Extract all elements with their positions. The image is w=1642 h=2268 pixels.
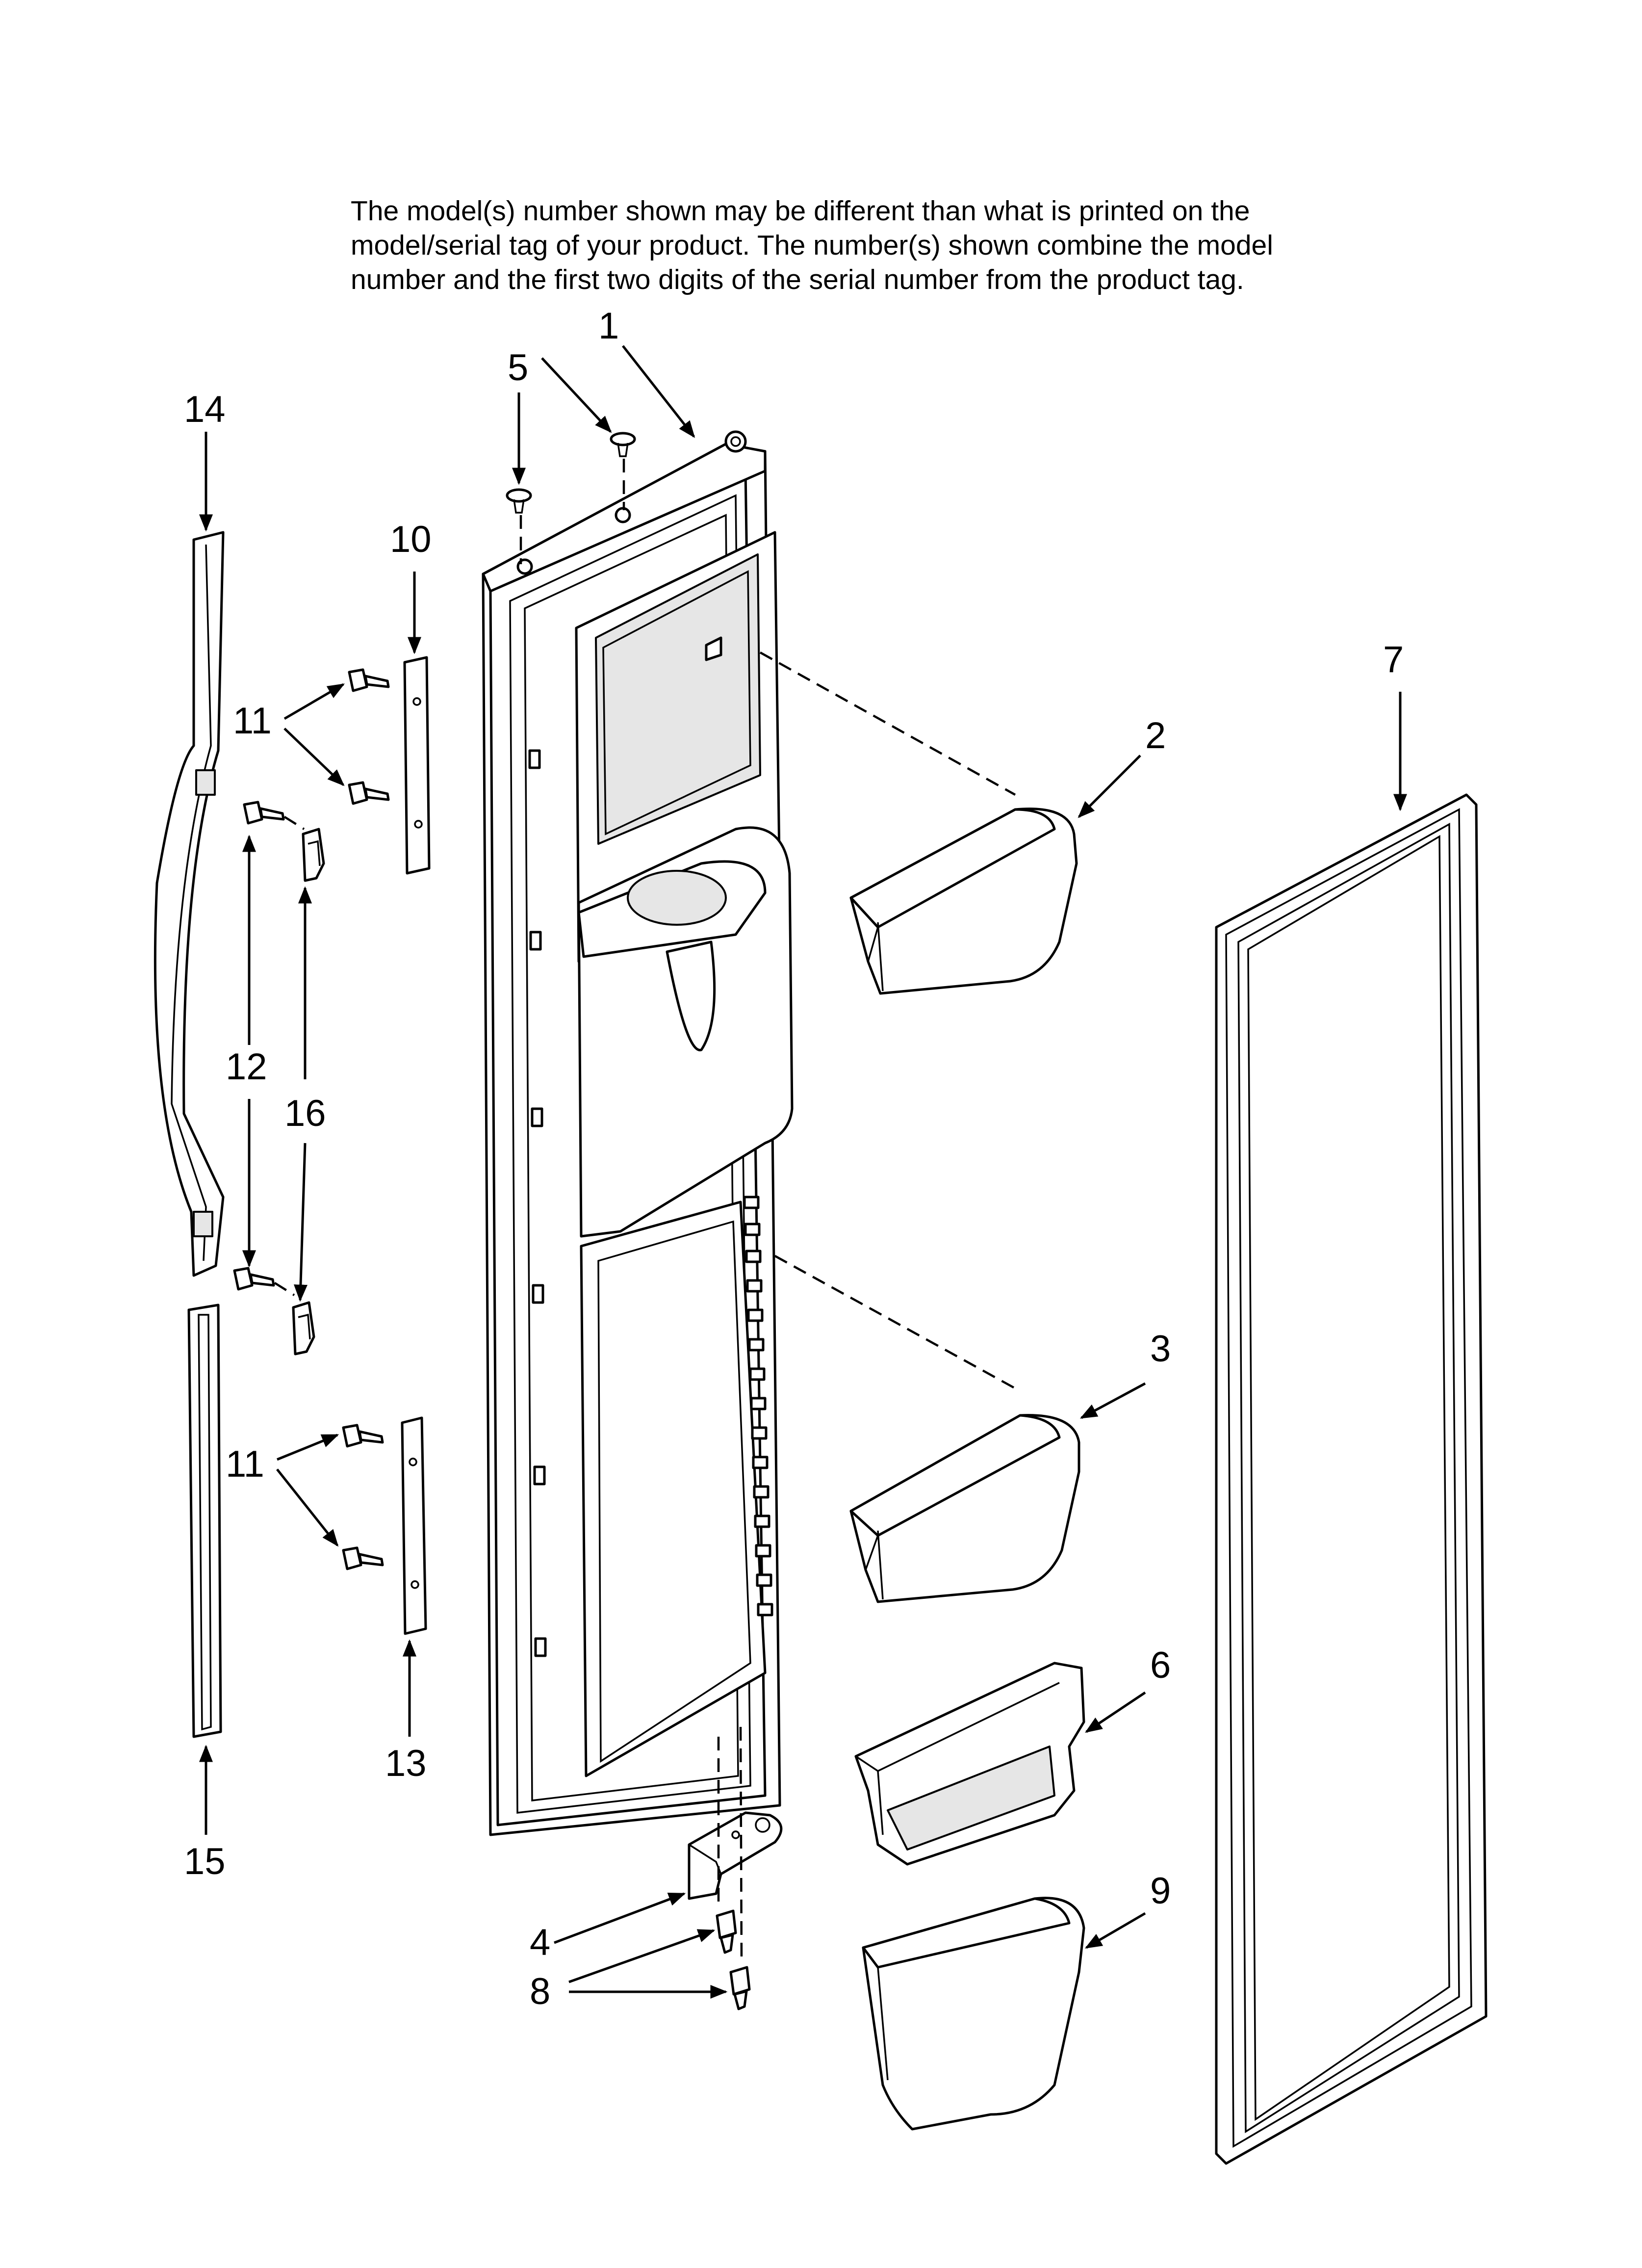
bin-notches xyxy=(743,1196,773,1616)
callout-5: 5 xyxy=(508,347,528,389)
door-bin-middle xyxy=(849,1414,1080,1603)
callout-10: 10 xyxy=(390,519,432,560)
door-handle xyxy=(154,531,225,1277)
callout-12: 12 xyxy=(226,1046,267,1088)
screws-11 xyxy=(342,668,390,1570)
screws-12 xyxy=(233,801,305,1296)
callout-11-upper: 11 xyxy=(233,700,272,742)
door-bin-tray xyxy=(854,1662,1085,1866)
callout-labels: 1 2 3 4 5 6 7 8 9 10 11 11 12 13 14 15 1… xyxy=(184,305,1404,2012)
callout-15: 15 xyxy=(184,1841,226,1882)
callout-16: 16 xyxy=(284,1093,326,1134)
trim-strip-13 xyxy=(401,1416,427,1635)
note-line-1: The model(s) number shown may be differe… xyxy=(351,195,1250,227)
handle-trim xyxy=(187,1303,222,1738)
leader-arrows xyxy=(199,345,1407,1999)
callout-3: 3 xyxy=(1150,1328,1171,1370)
callout-6: 6 xyxy=(1150,1644,1171,1686)
callout-9: 9 xyxy=(1150,1870,1171,1912)
door-bin-deep xyxy=(862,1897,1085,2131)
callout-4: 4 xyxy=(530,1922,550,1963)
plug-buttons xyxy=(506,432,636,514)
door-gasket xyxy=(1215,793,1488,2165)
door-assembly xyxy=(482,430,794,1836)
callout-7: 7 xyxy=(1383,639,1404,680)
callout-8: 8 xyxy=(530,1971,550,2012)
callout-14: 14 xyxy=(184,389,226,430)
note-line-3: number and the first two digits of the s… xyxy=(351,264,1244,295)
hinge-bracket xyxy=(688,1811,783,1900)
model-number-note: The model(s) number shown may be differe… xyxy=(351,194,1430,297)
clips-16 xyxy=(292,828,325,1356)
door-bin-upper xyxy=(849,808,1078,995)
note-line-2: model/serial tag of your product. The nu… xyxy=(351,230,1273,261)
callout-13: 13 xyxy=(385,1743,427,1784)
callout-1: 1 xyxy=(598,305,619,347)
trim-strip-10 xyxy=(403,656,431,875)
callout-11-lower: 11 xyxy=(226,1443,264,1485)
screws-8 xyxy=(716,1909,751,2010)
callout-2: 2 xyxy=(1145,715,1166,756)
alignment-lines xyxy=(519,459,1016,1963)
